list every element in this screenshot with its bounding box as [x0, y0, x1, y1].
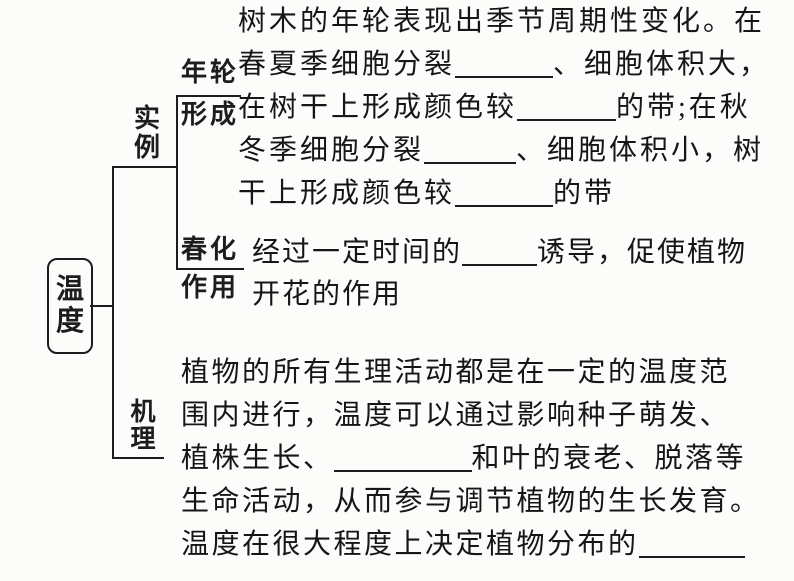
text-segment: 、细胞体积大， [553, 49, 771, 80]
text-segment: 生命活动，从而参与调节植物的生长发育。 [181, 486, 761, 517]
text-line: 植物的所有生理活动都是在一定的温度范 [181, 351, 761, 394]
text-segment: 的带;在秋 [616, 92, 751, 123]
text-line: 开花的作用 [252, 274, 747, 316]
sub-branch-label-nianlun: 年轮 形成 [181, 52, 239, 136]
text-line: 围内进行，温度可以通过影响种子萌发、 [181, 394, 761, 437]
text-line: 生命活动，从而参与调节植物的生长发育。 [181, 480, 761, 523]
text-segment: 围内进行，温度可以通过影响种子萌发、 [181, 400, 731, 431]
text-segment: 在树干上形成颜色较 [238, 92, 518, 123]
text-segment: 和叶的衰老、脱落等 [471, 443, 747, 474]
blank-fill-field [333, 464, 472, 472]
text-segment: 诱导，促使植物 [537, 237, 748, 268]
text-segment: 经过一定时间的 [252, 237, 463, 268]
sub-branch-label-line: 年轮 [181, 58, 240, 87]
shili-branch-line [112, 166, 178, 168]
text-segment: 的带 [553, 178, 616, 209]
branch-label-jili: 机理 [130, 399, 156, 453]
text-line: 春夏季细胞分裂 、细胞体积大， [238, 43, 770, 86]
blank-fill-field [455, 199, 554, 207]
blank-fill-field [462, 258, 538, 266]
text-segment: 温度在很大程度上决定植物分布的 [181, 529, 639, 560]
jili-stub-line [112, 457, 164, 459]
text-segment: 植株生长、 [181, 443, 334, 474]
nianlun-text-block: 树木的年轮表现出季节周期性变化。在春夏季细胞分裂 、细胞体积大， 在树干上形成颜色较… [238, 0, 770, 215]
trunk-line [112, 166, 114, 459]
branch-label-shili: 实例 [133, 104, 160, 162]
nianlun-stub-line [176, 95, 241, 97]
text-segment: 树木的年轮表现出季节周期性变化。在 [238, 6, 766, 37]
shili-bracket-line [176, 95, 178, 270]
text-line: 树木的年轮表现出季节周期性变化。在 [238, 0, 770, 43]
blank-fill-field [424, 156, 517, 164]
root-connector-line [90, 305, 113, 307]
sub-branch-label-line: 形成 [181, 100, 240, 129]
text-line: 温度在很大程度上决定植物分布的 [181, 523, 761, 566]
text-segment: 干上形成颜色较 [238, 178, 456, 209]
root-node-box: 温度 [47, 258, 93, 354]
text-line: 在树干上形成颜色较 的带;在秋 [238, 86, 770, 129]
text-segment: 春夏季细胞分裂 [238, 49, 456, 80]
root-node-label: 温度 [55, 274, 84, 337]
blank-fill-field [638, 550, 745, 558]
chunhua-text-block: 经过一定时间的 诱导，促使植物开花的作用 [252, 232, 747, 316]
blank-fill-field [455, 70, 554, 78]
jili-text-block: 植物的所有生理活动都是在一定的温度范围内进行，温度可以通过影响种子萌发、植株生长… [181, 351, 761, 566]
text-line: 经过一定时间的 诱导，促使植物 [252, 232, 747, 274]
text-segment: 、细胞体积小，树 [516, 135, 765, 166]
sub-branch-label-line: 春化 [181, 235, 240, 264]
text-line: 干上形成颜色较 的带 [238, 172, 770, 215]
chunhua-stub-line [176, 268, 244, 270]
blank-fill-field [517, 113, 617, 121]
text-segment: 植物的所有生理活动都是在一定的温度范 [181, 357, 731, 388]
text-line: 植株生长、 和叶的衰老、脱落等 [181, 437, 761, 480]
text-line: 冬季细胞分裂 、细胞体积小，树 [238, 129, 770, 172]
sub-branch-label-chunhua: 春化 作用 [181, 231, 239, 307]
sub-branch-label-line: 作用 [181, 273, 240, 302]
text-segment: 冬季细胞分裂 [238, 135, 425, 166]
text-segment: 开花的作用 [252, 279, 403, 310]
